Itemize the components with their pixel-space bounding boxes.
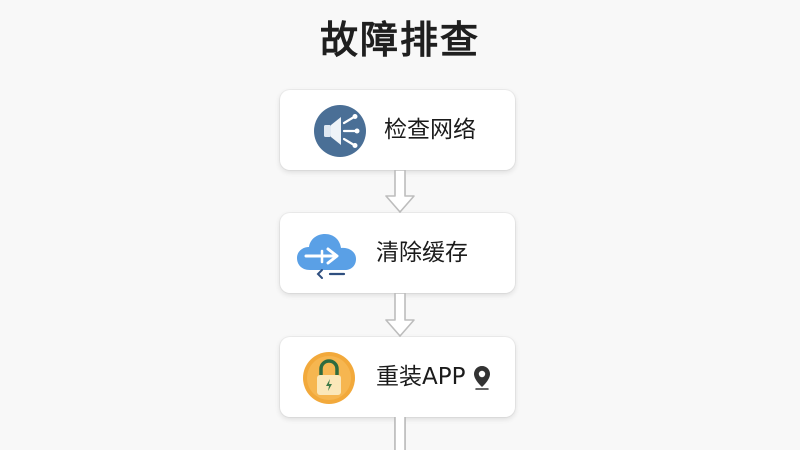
padlock-icon <box>303 352 355 404</box>
flow-arrow <box>384 417 416 450</box>
page-title: 故障排查 <box>319 18 480 62</box>
flow-arrow <box>384 170 416 214</box>
step-reinstall-app: 重装APP <box>280 337 515 417</box>
megaphone-icon <box>314 105 366 157</box>
flow-arrow <box>384 293 416 338</box>
location-pin-icon <box>474 366 490 390</box>
step-label: 重装APP <box>376 364 466 390</box>
step-check-network: 检查网络 <box>280 90 515 170</box>
step-label: 清除缓存 <box>376 240 468 266</box>
step-label: 检查网络 <box>384 117 476 143</box>
cloud-arrow-icon <box>297 234 356 279</box>
step-clear-cache: 清除缓存 <box>280 213 515 293</box>
